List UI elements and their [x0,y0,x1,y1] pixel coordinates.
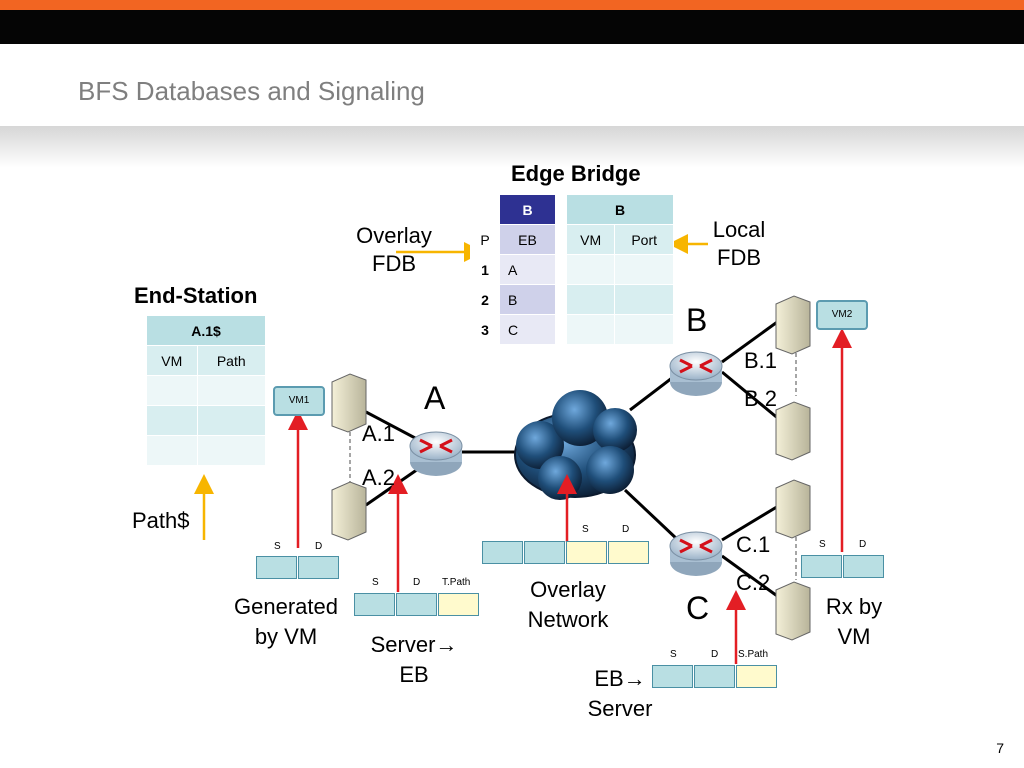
frame-src-field [801,555,842,578]
frame-s-label: S [582,524,589,535]
overlay-network-label: Overlay Network [527,577,609,632]
rx-frame [801,555,885,578]
edge-bridge-heading: Edge Bridge [511,161,641,186]
end-station-col-path: Path [196,345,267,376]
frame-dst-field [396,593,437,616]
database-arrows [194,234,708,540]
overlay-frame [482,541,650,564]
end-station-heading: End-Station [134,283,258,308]
table-row [565,254,674,285]
eb-server-label: EB→ Server [587,666,653,721]
table-row: 1 A [470,254,556,285]
title-band [0,44,1024,126]
server-eb-frame [354,593,480,616]
eb-server-frame [652,665,778,688]
frame-outer-dst-field [608,541,649,564]
vm-generated-frame [256,556,340,579]
overlay-fdb-col-header: EB [499,224,556,255]
vm2-box: VM2 [816,300,868,330]
path-cache-label: Path$ [132,508,190,533]
frame-src-field [354,593,395,616]
node-c-label: C [686,590,710,626]
top-accent-bar [0,0,1024,10]
rx-by-vm-label: Rx by VM [825,594,883,649]
overlay-cloud-icon [514,390,637,500]
end-station-header: A.1$ [146,315,266,346]
node-b-label: B [686,302,708,338]
port-a2-label: A.2 [362,465,396,490]
frame-src-field [482,541,523,564]
frame-s-label: S [372,577,379,588]
frame-d-label: D [859,539,867,550]
port-c1-label: C.1 [736,532,771,557]
end-station-table: A.1$ VM Path [146,315,267,466]
frame-src-field [256,556,297,579]
port-c2-label: C.2 [736,570,771,595]
local-fdb-col-port: Port [614,224,674,255]
server-icons [331,295,811,641]
port-b1-label: B.1 [744,348,778,373]
page-number: 7 [996,740,1004,756]
table-row [146,435,267,466]
frame-d-label: D [622,524,630,535]
table-row [565,284,674,315]
port-b2-label: B.2 [744,386,778,411]
overlay-fdb-p-label: P [470,224,500,255]
frame-dst-field [298,556,339,579]
table-row [146,375,267,406]
overlay-fdb-eb: A [499,254,556,285]
overlay-fdb-eb: C [499,314,556,345]
header-bar [0,10,1024,44]
frame-dst-field [524,541,565,564]
overlay-fdb-p: 3 [470,314,500,345]
node-a-label: A [424,380,446,416]
router-b-icon [669,351,723,396]
router-c-icon [669,531,723,576]
frame-d-label: D [315,541,323,552]
frame-s-label: S [819,539,826,550]
slide-title: BFS Databases and Signaling [78,76,425,106]
frame-d-label: D [711,649,719,660]
local-fdb-header: B [566,194,674,225]
overlay-fdb-eb: B [499,284,556,315]
overlay-fdb-p: 1 [470,254,500,285]
frame-s-label: S [274,541,281,552]
frame-d-label: D [413,577,421,588]
frame-dst-field [843,555,884,578]
signaling-arrows [288,328,852,664]
port-a1-label: A.1 [362,421,396,446]
frame-dst-field [694,665,735,688]
server-eb-label: Server→ EB [370,632,458,687]
local-fdb-col-vm: VM [565,224,616,255]
generated-by-vm-label: Generated by VM [234,594,338,649]
vm1-box: VM1 [273,386,325,416]
overlay-fdb-p: 2 [470,284,500,315]
frame-src-field [652,665,693,688]
local-fdb-table: B VM Port [565,194,674,345]
end-station-col-vm: VM [146,345,198,376]
table-row: 2 B [470,284,556,315]
frame-spath-label: S.Path [738,649,769,660]
router-a-icon [409,431,463,476]
table-row: 3 C [470,314,556,345]
frame-outer-src-field [566,541,607,564]
local-fdb-label: Local FDB [712,217,766,270]
overlay-fdb-label: Overlay FDB [356,223,432,276]
frame-s-label: S [670,649,677,660]
frame-spath-field [736,665,777,688]
frame-tpath-label: T.Path [442,577,471,588]
overlay-fdb-table: B P EB 1 A 2 B 3 C [470,194,556,345]
table-row [146,405,267,436]
frame-tpath-field [438,593,479,616]
title-shadow-band [0,126,1024,168]
overlay-fdb-header: B [499,194,556,225]
table-row [565,314,674,345]
